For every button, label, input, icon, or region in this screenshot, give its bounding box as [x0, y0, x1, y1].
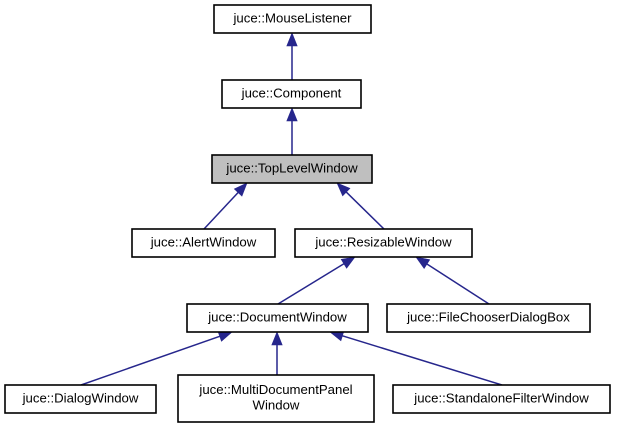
inheritance-arrowhead-filechooserdialogbox-to-resizablewindow [415, 256, 431, 269]
class-node-box-alertwindow[interactable] [131, 228, 276, 258]
class-node-box-filechooserdialogbox[interactable] [386, 303, 591, 333]
class-node-label-multidocumentpanelwindow: Window [253, 398, 300, 413]
class-node-documentwindow[interactable]: juce::DocumentWindow [186, 303, 369, 333]
class-node-label-standalonefilterwindow: juce::StandaloneFilterWindow [413, 390, 589, 405]
class-node-box-resizablewindow[interactable] [294, 228, 473, 258]
edges-layer [80, 32, 503, 386]
inheritance-arrowhead-toplevelwindow-to-component [286, 107, 298, 122]
nodes-layer: juce::MouseListenerjuce::Componentjuce::… [4, 4, 611, 423]
class-node-mouselistener[interactable]: juce::MouseListener [213, 4, 372, 34]
class-node-box-documentwindow[interactable] [186, 303, 369, 333]
class-node-label-dialogwindow: juce::DialogWindow [22, 390, 139, 405]
class-node-box-mouselistener[interactable] [213, 4, 372, 34]
class-node-dialogwindow[interactable]: juce::DialogWindow [4, 384, 157, 414]
class-node-label-documentwindow: juce::DocumentWindow [207, 309, 347, 324]
class-node-box-component[interactable] [221, 79, 362, 109]
class-node-box-toplevelwindow[interactable] [211, 154, 373, 184]
inheritance-arrowhead-component-to-mouselistener [286, 32, 298, 47]
class-node-label-toplevelwindow: juce::TopLevelWindow [225, 160, 358, 175]
class-node-label-resizablewindow: juce::ResizableWindow [314, 234, 452, 249]
class-node-alertwindow[interactable]: juce::AlertWindow [131, 228, 276, 258]
class-node-label-component: juce::Component [241, 85, 342, 100]
inheritance-arrowhead-multidocumentpanelwindow-to-documentwindow [271, 331, 283, 346]
class-node-box-standalonefilterwindow[interactable] [392, 384, 611, 414]
class-node-label-multidocumentpanelwindow: juce::MultiDocumentPanel [198, 382, 352, 397]
inheritance-edge-filechooserdialogbox-to-resizablewindow [426, 263, 490, 305]
class-node-label-filechooserdialogbox: juce::FileChooserDialogBox [406, 309, 570, 324]
inheritance-arrowhead-dialogwindow-to-documentwindow [217, 331, 233, 342]
inheritance-edge-standalonefilterwindow-to-documentwindow [342, 335, 503, 386]
class-node-standalonefilterwindow[interactable]: juce::StandaloneFilterWindow [392, 384, 611, 414]
inheritance-arrowhead-alertwindow-to-toplevelwindow [233, 182, 248, 197]
inheritance-edge-resizablewindow-to-toplevelwindow [345, 191, 385, 230]
class-node-box-dialogwindow[interactable] [4, 384, 157, 414]
inheritance-arrowhead-documentwindow-to-resizablewindow [340, 256, 356, 269]
class-node-component[interactable]: juce::Component [221, 79, 362, 109]
class-node-filechooserdialogbox[interactable]: juce::FileChooserDialogBox [386, 303, 591, 333]
inheritance-edge-dialogwindow-to-documentwindow [80, 335, 220, 386]
class-node-label-alertwindow: juce::AlertWindow [150, 234, 257, 249]
inheritance-edge-documentwindow-to-resizablewindow [277, 263, 345, 305]
inheritance-edge-alertwindow-to-toplevelwindow [203, 191, 239, 230]
class-node-resizablewindow[interactable]: juce::ResizableWindow [294, 228, 473, 258]
class-node-box-multidocumentpanelwindow[interactable] [177, 374, 375, 423]
class-node-toplevelwindow[interactable]: juce::TopLevelWindow [211, 154, 373, 184]
class-node-label-mouselistener: juce::MouseListener [232, 10, 352, 25]
inheritance-arrowhead-resizablewindow-to-toplevelwindow [336, 182, 351, 197]
